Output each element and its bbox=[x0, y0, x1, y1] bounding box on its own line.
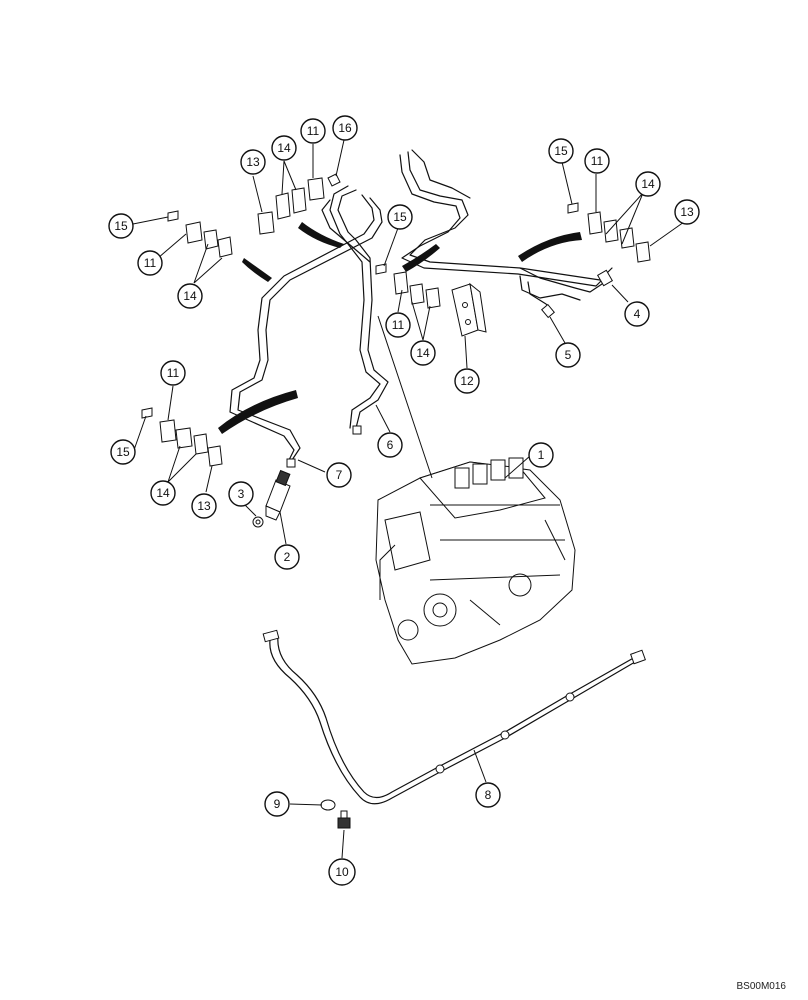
svg-text:11: 11 bbox=[144, 256, 157, 270]
svg-text:14: 14 bbox=[416, 346, 430, 360]
svg-text:13: 13 bbox=[197, 499, 211, 513]
svg-text:1: 1 bbox=[538, 448, 545, 462]
diagram-code: BS00M016 bbox=[736, 981, 786, 992]
clamp-group-left bbox=[141, 407, 223, 467]
svg-text:11: 11 bbox=[167, 366, 180, 380]
line-bracket bbox=[451, 282, 487, 337]
svg-text:13: 13 bbox=[246, 155, 260, 169]
sealing-washer bbox=[252, 516, 264, 528]
svg-text:16: 16 bbox=[338, 121, 352, 135]
callout-11-left: 11 bbox=[160, 360, 186, 386]
callout-13-right: 13 bbox=[674, 199, 700, 225]
svg-text:3: 3 bbox=[238, 487, 245, 501]
callout-leaders bbox=[132, 139, 685, 859]
svg-text:15: 15 bbox=[393, 210, 407, 224]
svg-text:11: 11 bbox=[591, 154, 604, 168]
callout-6: 6 bbox=[377, 432, 403, 458]
svg-text:11: 11 bbox=[307, 124, 320, 138]
clamp-group-top-left bbox=[167, 210, 233, 258]
clamp-group-center bbox=[375, 263, 441, 309]
callout-13-left: 13 bbox=[191, 493, 217, 519]
svg-text:15: 15 bbox=[116, 445, 130, 459]
svg-text:11: 11 bbox=[392, 318, 405, 332]
svg-text:9: 9 bbox=[274, 797, 281, 811]
svg-text:12: 12 bbox=[460, 374, 474, 388]
injector-nozzle bbox=[265, 469, 291, 521]
callout-11-top-left: 11 bbox=[137, 250, 163, 276]
injection-line-nuts bbox=[286, 269, 614, 468]
return-line-fittings bbox=[320, 799, 351, 829]
callout-14-top: 14 bbox=[271, 135, 297, 161]
svg-text:10: 10 bbox=[335, 865, 349, 879]
svg-text:4: 4 bbox=[634, 307, 641, 321]
callout-14-left: 14 bbox=[150, 480, 176, 506]
svg-text:13: 13 bbox=[680, 205, 694, 219]
callout-1: 1 bbox=[528, 442, 554, 468]
callout-4: 4 bbox=[624, 301, 650, 327]
callout-13-top: 13 bbox=[240, 149, 266, 175]
callout-15-top-left: 15 bbox=[108, 213, 134, 239]
callout-15-top-right: 15 bbox=[548, 138, 574, 164]
svg-text:15: 15 bbox=[114, 219, 128, 233]
callout-2: 2 bbox=[274, 544, 300, 570]
svg-text:2: 2 bbox=[284, 550, 291, 564]
callout-14-top-right: 14 bbox=[635, 171, 661, 197]
svg-text:14: 14 bbox=[183, 289, 197, 303]
svg-text:8: 8 bbox=[485, 788, 492, 802]
svg-text:15: 15 bbox=[554, 144, 568, 158]
svg-text:6: 6 bbox=[387, 438, 394, 452]
callout-12: 12 bbox=[454, 368, 480, 394]
callout-16: 16 bbox=[332, 115, 358, 141]
callout-11-top-right: 11 bbox=[584, 148, 610, 174]
reference-line bbox=[377, 315, 433, 479]
callout-15-center: 15 bbox=[387, 204, 413, 230]
svg-text:5: 5 bbox=[565, 348, 572, 362]
svg-text:14: 14 bbox=[277, 141, 291, 155]
callout-11-center: 11 bbox=[385, 312, 411, 338]
callout-3: 3 bbox=[228, 481, 254, 507]
fuel-return-line bbox=[262, 629, 646, 805]
callout-8: 8 bbox=[475, 782, 501, 808]
svg-text:7: 7 bbox=[336, 468, 343, 482]
callout-5: 5 bbox=[555, 342, 581, 368]
clamp-group-top-right bbox=[567, 202, 651, 263]
callout-15-left: 15 bbox=[110, 439, 136, 465]
injection-pump bbox=[375, 457, 576, 665]
direction-wedges bbox=[218, 222, 582, 434]
callout-14-top-left: 14 bbox=[177, 283, 203, 309]
clamp-group-top-center bbox=[257, 173, 341, 235]
callout-11-top: 11 bbox=[300, 118, 326, 144]
callout-10: 10 bbox=[328, 858, 356, 886]
callout-7: 7 bbox=[326, 462, 352, 488]
svg-text:14: 14 bbox=[641, 177, 655, 191]
callout-14-center: 14 bbox=[410, 340, 436, 366]
svg-text:14: 14 bbox=[156, 486, 170, 500]
callout-9: 9 bbox=[264, 791, 290, 817]
injection-lines bbox=[229, 149, 613, 463]
